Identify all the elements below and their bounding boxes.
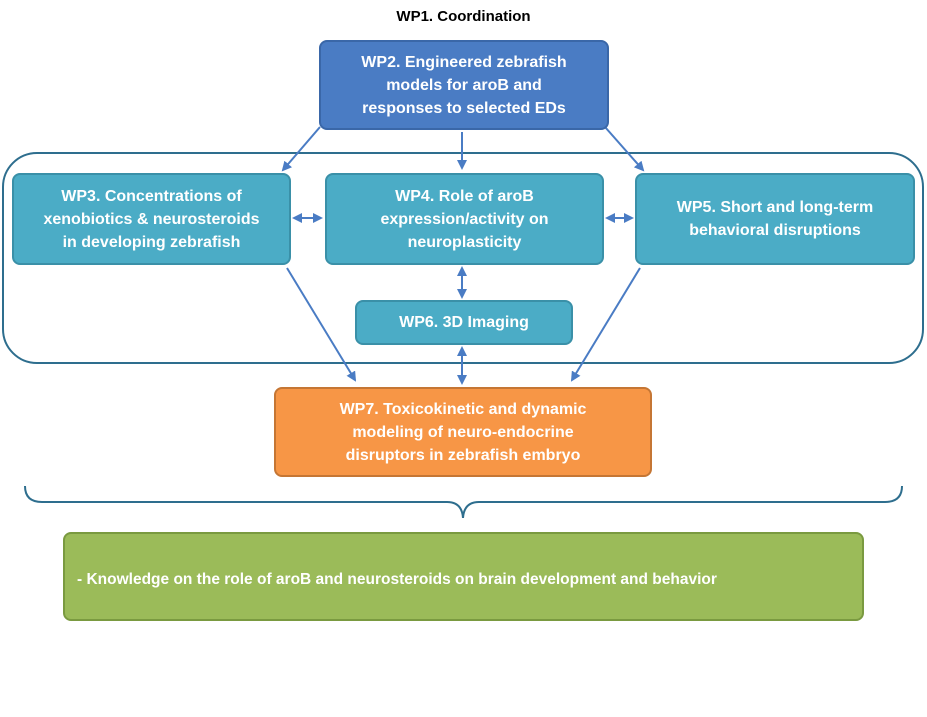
outcomes-box: - Knowledge on the role of aroB and neur… [63, 532, 864, 688]
wp7-node: WP7. Toxicokinetic and dynamic modeling … [274, 387, 652, 477]
arrow-wp2-to-wp5 [604, 126, 645, 172]
outcome-item: - improvement of hazard and risk assessm… [77, 671, 476, 688]
outcome-item: - Knowledge on the role of aroB and neur… [77, 571, 717, 588]
diagram-title: WP1. Coordination [396, 8, 531, 25]
wp6-node: WP6. 3D Imaging [355, 300, 573, 345]
outcome-item: - Establishment of PBPK model for EDs ac… [77, 621, 624, 638]
wp5-node: WP5. Short and long-term behavioral disr… [635, 173, 915, 265]
arrow-wp5-to-wp7 [570, 267, 641, 382]
wp2-node: WP2. Engineered zebrafish models for aro… [319, 40, 609, 130]
wp3-node: WP3. Concentrations of xenobiotics & neu… [12, 173, 291, 265]
wp4-node: WP4. Role of aroB expression/activity on… [325, 173, 604, 265]
arrow-wp3-to-wp7 [286, 267, 357, 382]
summary-brace [24, 485, 903, 519]
arrow-wp2-to-wp3 [281, 126, 321, 172]
connectors-layer [2, 126, 924, 519]
